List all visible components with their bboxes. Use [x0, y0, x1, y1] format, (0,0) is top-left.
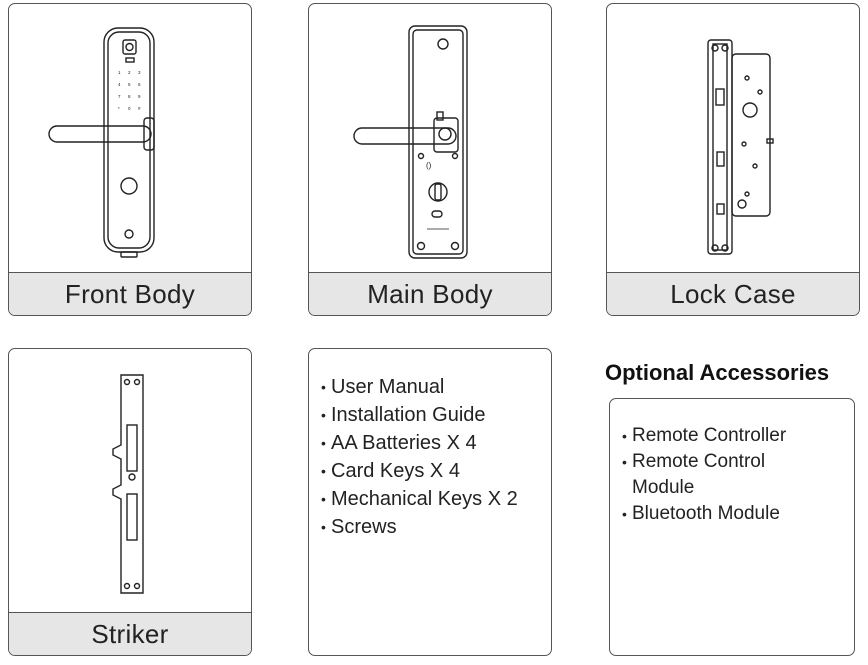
svg-text:(): () — [426, 161, 432, 170]
keypad-key: 3 — [138, 70, 141, 75]
list-item: Remote Controller — [622, 423, 842, 449]
keypad-key: 9 — [138, 94, 141, 99]
front-body-card: 1 2 3 4 5 6 7 8 9 * 0 # Front Body — [8, 3, 252, 316]
card-caption: Main Body — [309, 272, 551, 315]
lock-case-illustration — [607, 4, 859, 272]
card-caption: Striker — [9, 612, 251, 655]
optional-accessories-list: Remote Controller Remote Control Module … — [622, 423, 842, 527]
keypad-key: 2 — [128, 70, 131, 75]
card-caption: Lock Case — [607, 272, 859, 315]
keypad-key: 4 — [118, 82, 121, 87]
keypad-key: # — [138, 106, 141, 111]
keypad-key: 8 — [128, 94, 131, 99]
keypad: 1 2 3 4 5 6 7 8 9 * 0 # — [118, 70, 141, 111]
optional-accessories-heading: Optional Accessories — [605, 360, 830, 385]
list-item: AA Batteries X 4 — [321, 429, 518, 457]
lock-case-card: Lock Case — [606, 3, 860, 316]
keypad-key: * — [118, 106, 120, 111]
package-contents-card: User Manual Installation Guide AA Batter… — [308, 348, 552, 656]
keypad-key: 7 — [118, 94, 121, 99]
main-body-card: () Main Body — [308, 3, 552, 316]
keypad-key: 0 — [128, 106, 131, 111]
keypad-key: 6 — [138, 82, 141, 87]
list-item: Remote Control Module — [622, 449, 802, 501]
striker-card: Striker — [8, 348, 252, 656]
card-caption: Front Body — [9, 272, 251, 315]
package-contents-list: User Manual Installation Guide AA Batter… — [321, 373, 518, 541]
list-item: User Manual — [321, 373, 518, 401]
keypad-key: 5 — [128, 82, 131, 87]
list-item: Mechanical Keys X 2 — [321, 485, 518, 513]
striker-illustration — [9, 349, 251, 613]
keypad-key: 1 — [118, 70, 121, 75]
list-item: Installation Guide — [321, 401, 518, 429]
optional-accessories-card: Remote Controller Remote Control Module … — [609, 398, 855, 656]
list-item: Screws — [321, 513, 518, 541]
list-item: Card Keys X 4 — [321, 457, 518, 485]
main-body-illustration: () — [309, 4, 551, 272]
list-item: Bluetooth Module — [622, 501, 842, 527]
front-body-illustration: 1 2 3 4 5 6 7 8 9 * 0 # — [9, 4, 251, 272]
